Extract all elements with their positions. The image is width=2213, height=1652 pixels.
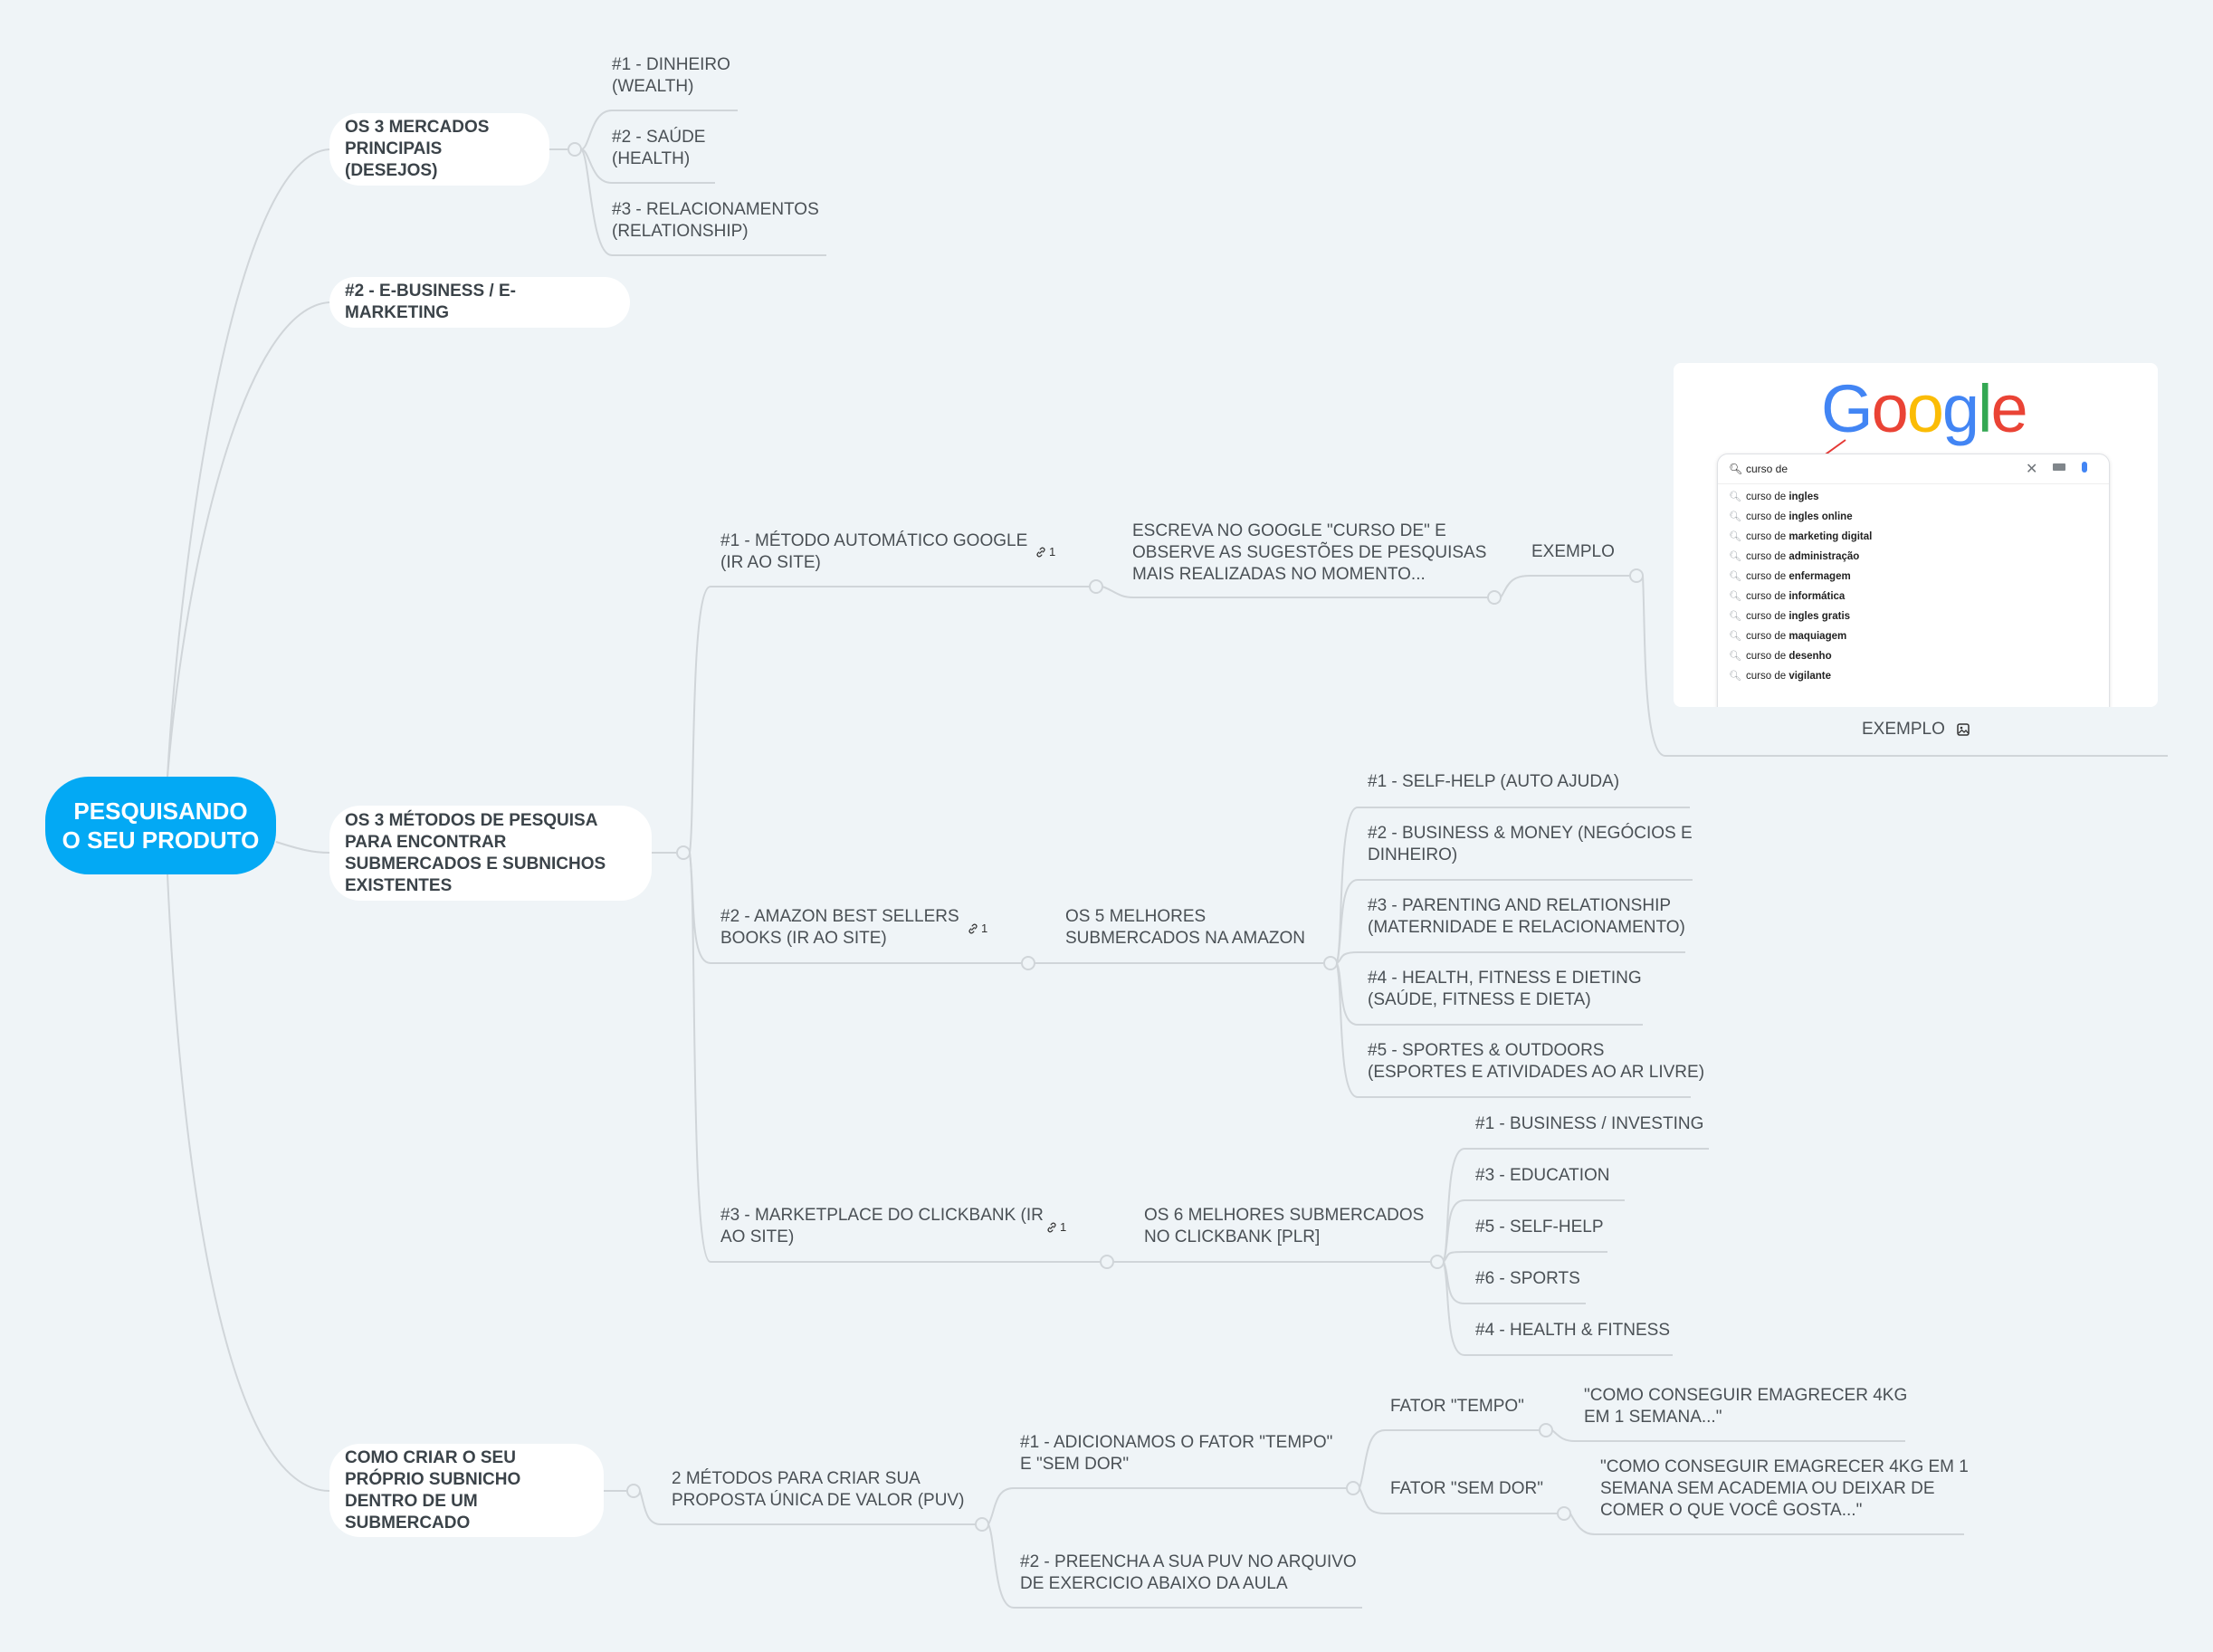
amazon-submarket[interactable]: #3 - PARENTING AND RELATIONSHIP (MATERNI… — [1368, 896, 1685, 937]
fator-tempo-example[interactable]: "COMO CONSEGUIR EMAGRECER 4KG EM 1 SEMAN… — [1584, 1386, 1908, 1427]
google-suggestions: 🔍︎curso de ingles 🔍︎curso de ingles onli… — [1718, 487, 2109, 686]
topic-criar-subnicho[interactable]: COMO CRIAR O SEU PRÓPRIO SUBNICHO DENTRO… — [329, 1444, 604, 1537]
topic-label: COMO CRIAR O SEU PRÓPRIO SUBNICHO DENTRO… — [345, 1447, 521, 1533]
google-search-box: 🔍︎ curso de ✕ 🔍︎curso de ingles 🔍︎curso … — [1717, 454, 2110, 707]
search-icon: 🔍︎ — [1729, 671, 1741, 682]
link-badge-amazon[interactable]: 1 — [967, 921, 987, 935]
google-example-image[interactable]: Google 🔍︎ curso de ✕ 🔍︎curso de ingles 🔍… — [1674, 363, 2158, 707]
amazon-submarket[interactable]: #1 - SELF-HELP (AUTO AJUDA) — [1368, 772, 1620, 791]
keyboard-icon — [2053, 463, 2065, 471]
mic-icon — [2082, 462, 2087, 473]
suggestion-row: 🔍︎curso de maquiagem — [1718, 626, 2109, 646]
clickbank-submarket[interactable]: #4 - HEALTH & FITNESS — [1475, 1321, 1671, 1340]
amazon-submarket[interactable]: #4 - HEALTH, FITNESS E DIETING (SAÚDE, F… — [1368, 969, 1642, 1009]
suggestion-row: 🔍︎curso de desenho — [1718, 646, 2109, 666]
amazon-submarket[interactable]: #2 - BUSINESS & MONEY (NEGÓCIOS E DINHEI… — [1368, 824, 1693, 864]
search-icon: 🔍︎ — [1729, 631, 1741, 642]
suggestion-row: 🔍︎curso de vigilante — [1718, 666, 2109, 686]
search-icon: 🔍︎ — [1729, 551, 1741, 562]
suggestion-row: 🔍︎curso de marketing digital — [1718, 527, 2109, 547]
clickbank-submarket[interactable]: #5 - SELF-HELP — [1475, 1218, 1604, 1237]
clickbank-summary[interactable]: OS 6 MELHORES SUBMERCADOS NO CLICKBANK [… — [1144, 1206, 1425, 1246]
suggestion-row: 🔍︎curso de administração — [1718, 547, 2109, 567]
subtopic-clickbank[interactable]: #3 - MARKETPLACE DO CLICKBANK (IR AO SIT… — [720, 1206, 1044, 1246]
search-icon: 🔍︎ — [1729, 463, 1743, 475]
topic-3-mercados[interactable]: OS 3 MERCADOS PRINCIPAIS (DESEJOS) — [329, 113, 549, 186]
logo-letter: o — [1906, 371, 1944, 446]
subtopic-relacionamentos[interactable]: #3 - RELACIONAMENTOS (RELATIONSHIP) — [612, 200, 819, 241]
clear-icon: ✕ — [2026, 462, 2038, 477]
link-badge-google[interactable]: 1 — [1035, 545, 1055, 559]
suggestion-row: 🔍︎curso de ingles online — [1718, 507, 2109, 527]
amazon-summary[interactable]: OS 5 MELHORES SUBMERCADOS NA AMAZON — [1065, 907, 1305, 948]
suggestion-row: 🔍︎curso de ingles gratis — [1718, 606, 2109, 626]
logo-letter: G — [1821, 371, 1874, 446]
topic-label: #2 - E-BUSINESS / E-MARKETING — [345, 282, 516, 322]
fator-tempo[interactable]: FATOR "TEMPO" — [1390, 1397, 1524, 1416]
search-icon: 🔍︎ — [1729, 611, 1741, 622]
logo-letter: e — [1990, 371, 2027, 446]
subtopic-saude[interactable]: #2 - SAÚDE (HEALTH) — [612, 128, 706, 168]
search-icon: 🔍︎ — [1729, 651, 1741, 662]
topic-3-metodos[interactable]: OS 3 MÉTODOS DE PESQUISA PARA ENCONTRAR … — [329, 806, 652, 901]
search-icon: 🔍︎ — [1729, 511, 1741, 522]
subtopic-dinheiro[interactable]: #1 - DINHEIRO (WEALTH) — [612, 55, 730, 96]
image-icon — [1957, 723, 1970, 736]
logo-letter: l — [1978, 371, 1993, 446]
search-icon: 🔍︎ — [1729, 591, 1741, 602]
logo-letter: g — [1941, 371, 1979, 446]
logo-letter: o — [1871, 371, 1909, 446]
topic-ebusiness[interactable]: #2 - E-BUSINESS / E-MARKETING — [329, 277, 630, 328]
suggestion-row: 🔍︎curso de enfermagem — [1718, 567, 2109, 587]
clickbank-submarket[interactable]: #1 - BUSINESS / INVESTING — [1475, 1114, 1704, 1133]
google-logo: Google — [1821, 370, 2028, 447]
fator-sem-dor[interactable]: FATOR "SEM DOR" — [1390, 1479, 1544, 1498]
google-search-input: 🔍︎ curso de ✕ — [1718, 454, 2109, 484]
amazon-submarket[interactable]: #5 - SPORTES & OUTDOORS (ESPORTES E ATIV… — [1368, 1041, 1705, 1082]
link-icon — [1036, 547, 1045, 557]
search-icon: 🔍︎ — [1729, 492, 1741, 502]
search-icon: 🔍︎ — [1729, 531, 1741, 542]
subtopic-metodo-google[interactable]: #1 - MÉTODO AUTOMÁTICO GOOGLE (IR AO SIT… — [720, 531, 1028, 572]
topic-label: OS 3 MERCADOS PRINCIPAIS (DESEJOS) — [345, 118, 490, 180]
root-topic-label: PESQUISANDO O SEU PRODUTO — [62, 797, 260, 854]
link-badge-clickbank[interactable]: 1 — [1045, 1220, 1066, 1234]
link-icon — [968, 923, 978, 933]
puv-method-1[interactable]: #1 - ADICIONAMOS O FATOR "TEMPO" E "SEM … — [1020, 1433, 1333, 1474]
clickbank-submarket[interactable]: #6 - SPORTS — [1475, 1269, 1580, 1288]
google-instruction[interactable]: ESCREVA NO GOOGLE "CURSO DE" E OBSERVE A… — [1132, 521, 1487, 584]
google-example-label[interactable]: EXEMPLO — [1531, 542, 1615, 561]
image-caption[interactable]: EXEMPLO — [1862, 720, 1970, 740]
fator-sem-dor-example[interactable]: "COMO CONSEGUIR EMAGRECER 4KG EM 1 SEMAN… — [1600, 1457, 1969, 1520]
link-icon — [1047, 1222, 1056, 1232]
subtopic-amazon[interactable]: #2 - AMAZON BEST SELLERS BOOKS (IR AO SI… — [720, 907, 959, 948]
puv-method-2[interactable]: #2 - PREENCHA A SUA PUV NO ARQUIVO DE EX… — [1020, 1552, 1357, 1593]
topic-label: OS 3 MÉTODOS DE PESQUISA PARA ENCONTRAR … — [345, 810, 606, 895]
root-topic[interactable]: PESQUISANDO O SEU PRODUTO — [45, 777, 276, 874]
subtopic-puv[interactable]: 2 MÉTODOS PARA CRIAR SUA PROPOSTA ÚNICA … — [672, 1469, 965, 1510]
clickbank-submarket[interactable]: #3 - EDUCATION — [1475, 1166, 1610, 1185]
suggestion-row: 🔍︎curso de ingles — [1718, 487, 2109, 507]
search-icon: 🔍︎ — [1729, 571, 1741, 582]
suggestion-row: 🔍︎curso de informática — [1718, 587, 2109, 606]
